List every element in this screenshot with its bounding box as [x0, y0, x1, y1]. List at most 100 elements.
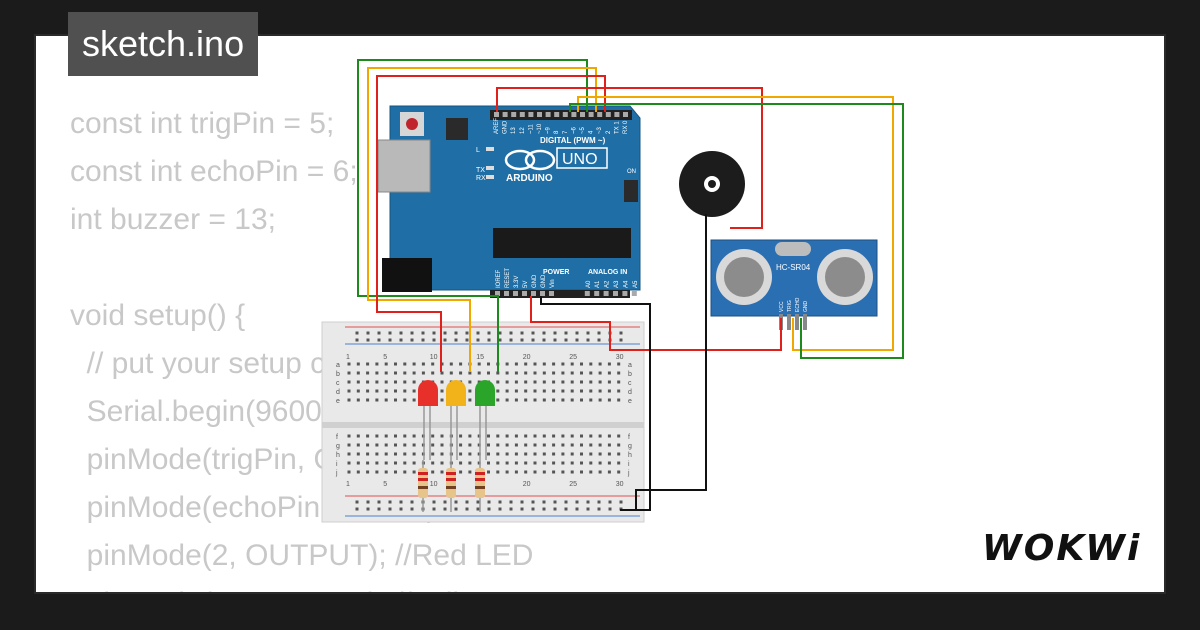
arduino-pin-label: AREF	[494, 118, 500, 134]
arduino-pin-label: A1	[595, 280, 601, 288]
arduino-digital-pin[interactable]	[614, 112, 620, 117]
breadboard-row-label: c	[336, 380, 340, 387]
wire-black-gnd-sensor	[540, 296, 651, 511]
breadboard-row-label: j	[627, 470, 630, 477]
wire-black-gnd-buzzer	[635, 214, 707, 510]
rx-label: RX	[476, 175, 486, 182]
breadboard-row-label: d	[336, 389, 340, 396]
wire-orange-trig	[577, 96, 894, 351]
arduino-digital-pin[interactable]	[580, 112, 585, 117]
breadboard-column-number: 1	[346, 481, 350, 488]
infinity-logo-left	[504, 149, 536, 171]
breadboard-row-label: b	[628, 371, 632, 378]
arduino-power-pin[interactable]	[622, 291, 628, 296]
breadboard-column-number: 30	[616, 354, 624, 361]
arduino-digital-pin[interactable]	[502, 112, 508, 117]
resistor-1[interactable]	[418, 460, 428, 512]
arduino-digital-pin[interactable]	[537, 112, 542, 117]
arduino-pin-label: ~11	[528, 124, 534, 134]
arduino-power-pin[interactable]	[531, 291, 536, 296]
arduino-pin-label: ~5	[580, 126, 586, 134]
code-line: pinMode(3, OUTPUT); //Yellow LED	[70, 580, 619, 592]
breadboard-row-label: f	[336, 434, 338, 441]
breadboard-column-number: 1	[346, 354, 350, 361]
arduino-digital-pin[interactable]	[605, 112, 611, 117]
resistor-3[interactable]	[475, 460, 485, 512]
arduino-power-pin[interactable]	[584, 291, 590, 296]
arduino-power-pin[interactable]	[513, 291, 518, 296]
arduino-power-pin[interactable]	[549, 291, 554, 296]
breadboard-row-label: d	[628, 389, 632, 396]
wire-red-buzzer	[496, 87, 763, 229]
arduino-power-pin[interactable]	[631, 291, 637, 296]
breadboard-column-number: 5	[383, 481, 387, 488]
led-red[interactable]	[418, 380, 438, 460]
code-line: const int trigPin = 5;	[70, 107, 335, 140]
arduino-pin-label: TX 1	[614, 121, 620, 134]
arduino-power-pin[interactable]	[594, 291, 600, 296]
wire-green-echo	[569, 103, 904, 359]
sensor-pin[interactable]	[787, 314, 791, 330]
arduino-power-pin[interactable]	[495, 291, 500, 296]
arduino-digital-pin[interactable]	[545, 112, 551, 117]
analog-label: ANALOG IN	[588, 269, 627, 276]
arduino-pin-label: 5V	[523, 281, 529, 288]
arduino-power-pin[interactable]	[603, 291, 609, 296]
arduino-digital-pin[interactable]	[597, 112, 603, 117]
arduino-pin-label: GND	[541, 274, 547, 288]
arduino-digital-pin[interactable]	[571, 112, 577, 117]
breadboard-row-label: h	[336, 452, 340, 459]
breadboard-column-number: 30	[616, 481, 624, 488]
sensor-pin[interactable]	[795, 314, 799, 330]
arduino-pin-label: RX 0	[623, 120, 629, 134]
arduino-digital-pin[interactable]	[623, 112, 628, 117]
breadboard-row-label: b	[336, 371, 340, 378]
sensor-pin-label: ECHO	[795, 297, 801, 312]
arduino-power-pin[interactable]	[522, 291, 527, 296]
wire-red-led	[376, 75, 606, 372]
led-yellow[interactable]	[446, 380, 466, 460]
arduino-power-pin[interactable]	[504, 291, 509, 296]
arduino-pin-label: 4	[589, 130, 595, 134]
breadboard-row-label: i	[336, 461, 338, 468]
arduino-digital-pin[interactable]	[519, 112, 525, 117]
arduino-digital-pin[interactable]	[511, 112, 517, 117]
led-green[interactable]	[475, 380, 495, 460]
arduino-pin-label: 2	[606, 130, 612, 134]
breadboard-column-number: 25	[569, 354, 577, 361]
power-header	[490, 290, 630, 298]
arduino-pin-label: GND	[503, 120, 509, 134]
arduino-pin-label: 3.3V	[514, 276, 520, 288]
arduino-pin-label: A2	[605, 280, 611, 288]
sensor-pin[interactable]	[803, 314, 807, 330]
l-label: L	[476, 147, 480, 154]
breadboard-row-label: g	[628, 443, 632, 450]
breadboard-row-label: a	[336, 362, 340, 369]
arduino-digital-pin[interactable]	[554, 112, 560, 117]
arduino-digital-pin[interactable]	[528, 112, 534, 117]
arduino-digital-pin[interactable]	[494, 112, 499, 117]
sensor-label: HC-SR04	[776, 263, 811, 272]
arduino-digital-pin[interactable]	[562, 112, 568, 117]
arduino-pin-label: ~9	[546, 126, 552, 134]
power-jack	[382, 258, 432, 292]
reset-button[interactable]	[406, 118, 418, 130]
code-line: pinMode(2, OUTPUT); //Red LED	[70, 539, 534, 572]
arduino-pin-label: 8	[554, 130, 560, 134]
arduino-power-pin[interactable]	[613, 291, 618, 296]
digital-header	[490, 110, 632, 120]
sensor-pin-label: TRIG	[787, 300, 793, 312]
arduino-pin-label: ~6	[571, 126, 577, 134]
breadboard-column-number: 20	[523, 354, 531, 361]
breadboard-row-label: g	[336, 443, 340, 450]
usb-port	[377, 139, 431, 193]
wire-red-vcc	[530, 296, 782, 351]
buzzer[interactable]	[679, 151, 745, 217]
arduino-digital-pin[interactable]	[588, 112, 594, 117]
arduino-power-pin[interactable]	[540, 291, 545, 296]
resistor-2[interactable]	[446, 460, 456, 512]
breadboard-row-label: e	[628, 398, 632, 405]
